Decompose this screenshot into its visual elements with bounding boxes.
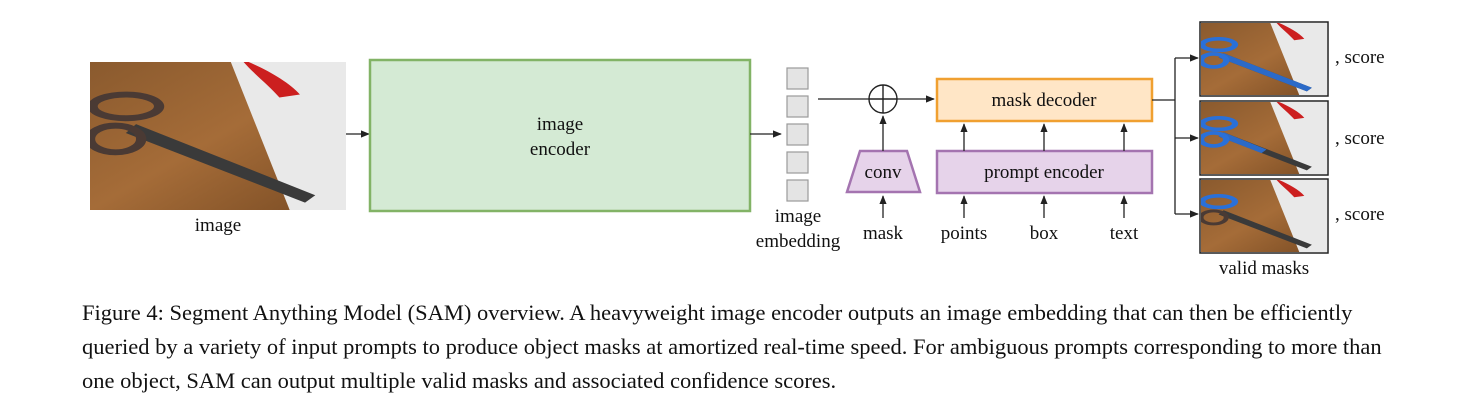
box-input-label: box — [1030, 223, 1059, 244]
figure-caption: Figure 4: Segment Anything Model (SAM) o… — [82, 300, 1382, 393]
mask-decoder-label: mask decoder — [992, 90, 1098, 111]
image-embedding-label-line2: embedding — [756, 231, 841, 252]
score-label-2: , score — [1335, 128, 1385, 149]
image-label: image — [195, 215, 241, 236]
score-label-1: , score — [1335, 47, 1385, 68]
conv-block — [845, 149, 922, 194]
valid-mask-2 — [1199, 100, 1329, 176]
valid-mask-3 — [1199, 178, 1329, 254]
image-embedding-stack — [786, 67, 809, 202]
decoder-to-masks-arrows — [1152, 54, 1199, 218]
points-input-label: points — [941, 223, 987, 244]
image-encoder-label-line2: encoder — [530, 139, 591, 160]
image-encoder-box — [368, 58, 752, 213]
valid-masks-label: valid masks — [1219, 258, 1309, 279]
score-label-3: , score — [1335, 204, 1385, 225]
prompt-to-decoder-arrows — [960, 123, 1128, 151]
image-embedding-label-line1: image — [775, 206, 821, 227]
image-encoder-label-line1: image — [537, 114, 583, 135]
conv-label: conv — [865, 162, 902, 183]
inputs-to-prompt-arrows — [960, 195, 1128, 218]
sam-diagram: image image encoder image embedding conv… — [0, 21, 1385, 279]
text-input-label: text — [1110, 223, 1139, 244]
prompt-encoder-label: prompt encoder — [984, 162, 1104, 183]
valid-mask-1 — [1199, 21, 1329, 97]
input-image — [90, 62, 346, 210]
mask-decoder-box — [935, 77, 1154, 123]
sum-circle-icon — [868, 84, 898, 114]
mask-input-label: mask — [863, 223, 904, 244]
